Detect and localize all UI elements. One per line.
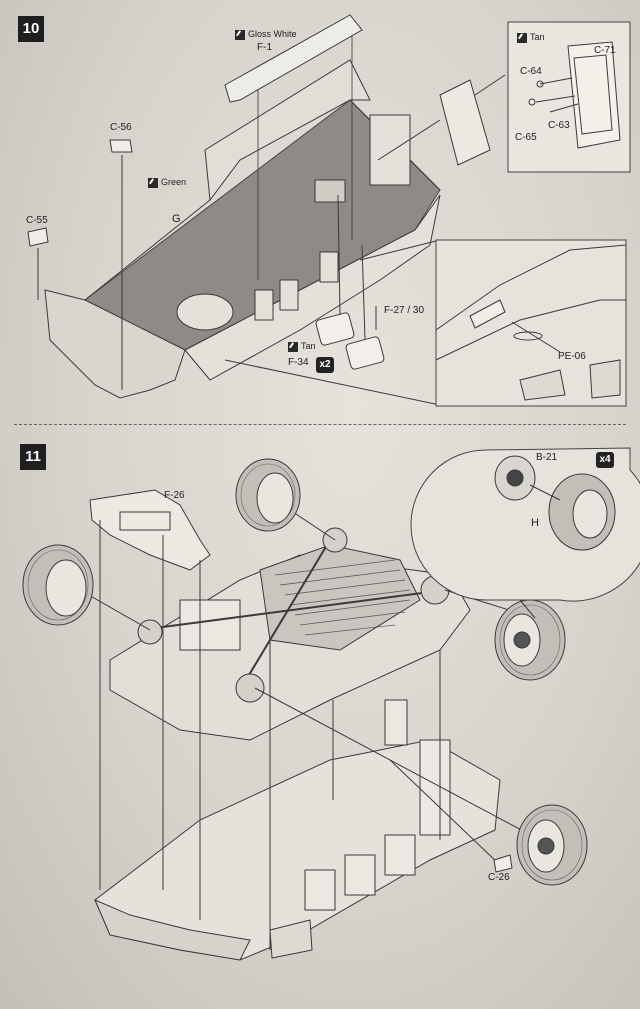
label-g: G	[172, 213, 181, 225]
label-c56: C-56	[110, 122, 132, 133]
hull-left-wall	[44, 289, 186, 399]
label-c55: C-55	[26, 215, 48, 226]
label-c26: C-26	[488, 872, 510, 883]
paint-icon	[288, 342, 298, 352]
label-f27-30: F-27 / 30	[384, 305, 425, 316]
label-f26: F-26	[164, 490, 185, 501]
quantity-badge-x4: x4	[596, 452, 614, 468]
label-gloss-white: Gloss White	[248, 29, 297, 39]
paint-icon	[148, 178, 158, 188]
wheel-left	[22, 544, 94, 626]
label-c65: C-65	[515, 132, 537, 143]
label-c63: C-63	[548, 120, 570, 131]
step-number-11: 11	[20, 444, 46, 470]
label-f1: F-1	[257, 42, 272, 53]
label-inset-tan: Tan	[530, 32, 545, 42]
paint-icon	[235, 30, 245, 40]
step-divider	[14, 424, 626, 425]
label-c64: C-64	[520, 66, 542, 77]
roof-panel-f1	[224, 14, 363, 103]
step-number-10: 10	[18, 16, 44, 42]
paint-icon	[517, 33, 527, 43]
quantity-badge-x2: x2	[316, 357, 334, 373]
label-green: Green	[161, 177, 187, 187]
wheel-bottom	[516, 804, 588, 886]
label-pe06: PE-06	[558, 351, 586, 362]
wheel-top	[235, 458, 301, 532]
wheel-right	[494, 599, 566, 681]
label-f34: F-34	[288, 357, 309, 368]
label-h: H	[531, 517, 539, 529]
label-b21: B-21	[536, 452, 558, 463]
label-tan: Tan	[301, 341, 316, 351]
label-c71: C-71	[594, 45, 616, 56]
